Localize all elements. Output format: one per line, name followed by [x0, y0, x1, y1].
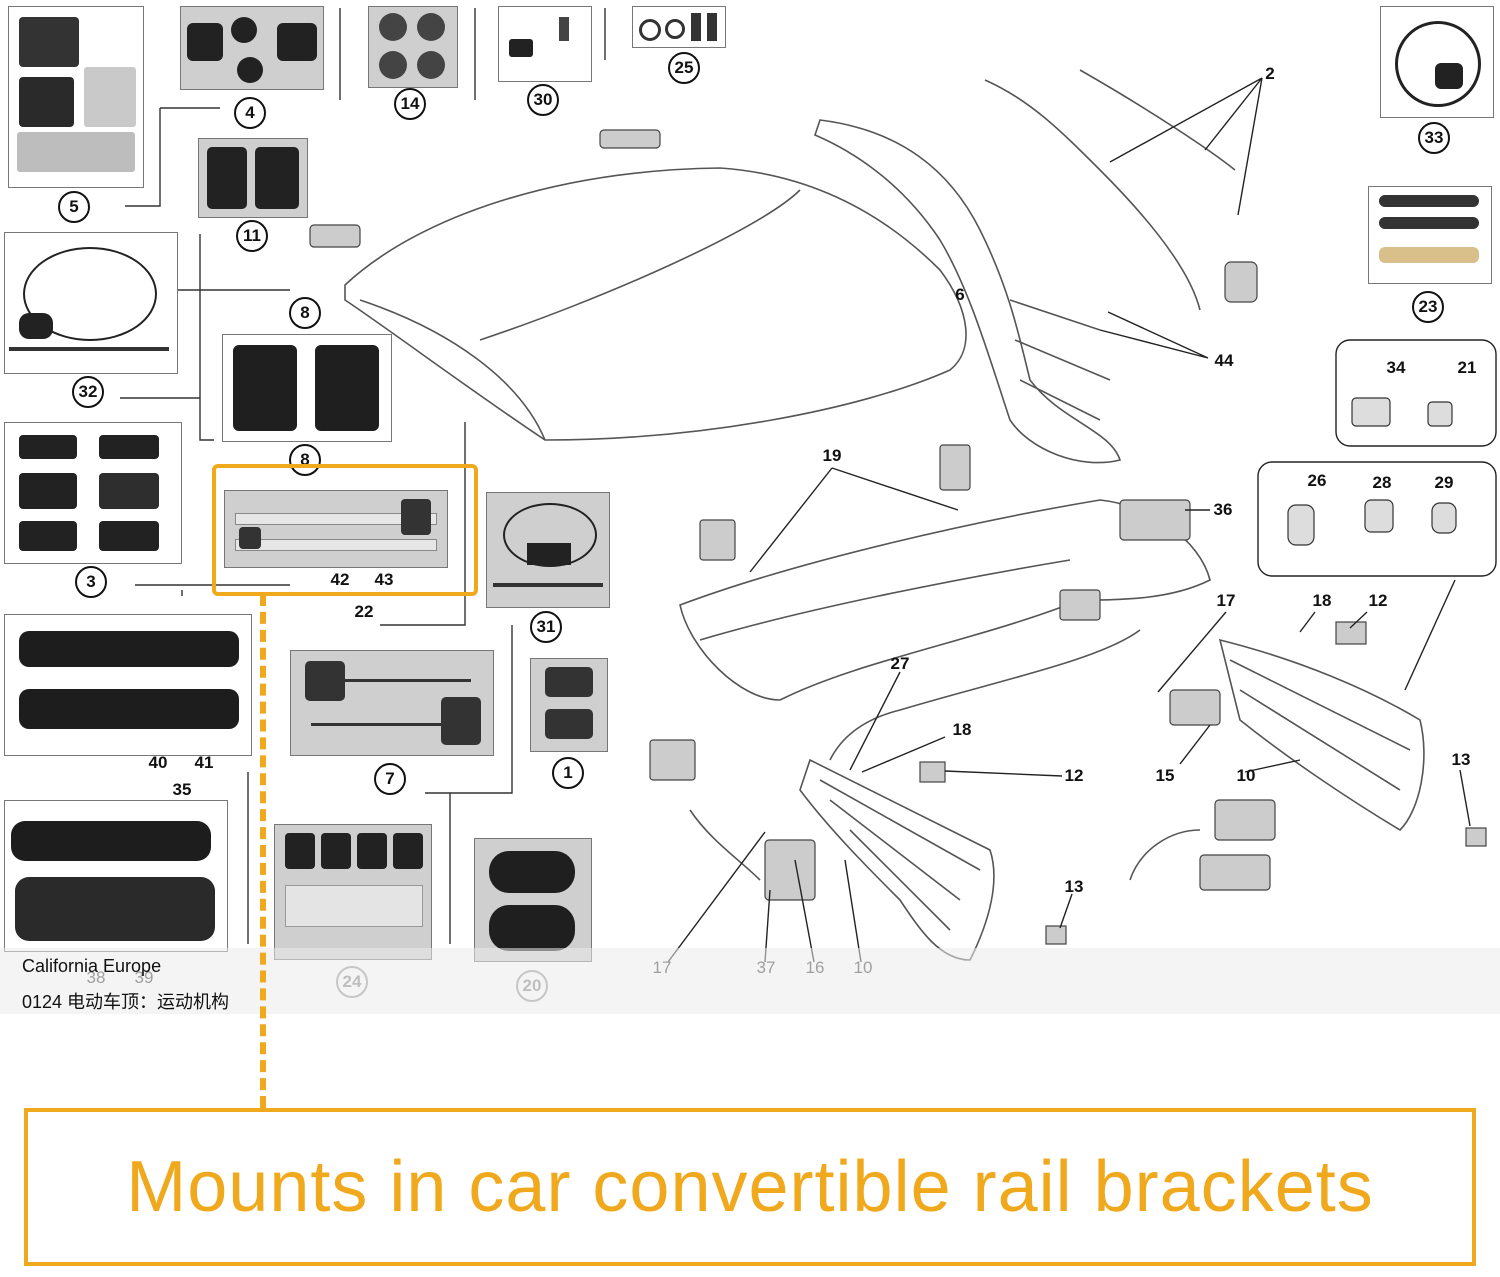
callout-23: 23: [1412, 291, 1444, 323]
callout-3: 3: [75, 566, 107, 598]
callout-25: 25: [668, 52, 700, 84]
label-26: 26: [1307, 471, 1327, 490]
photo-part-31: [486, 492, 610, 608]
callout-30: 30: [527, 84, 559, 116]
label-17-right: 17: [1216, 591, 1236, 610]
label-44: 44: [1214, 351, 1234, 370]
pillar-assembly-outline: [814, 119, 1122, 464]
label-6: 6: [955, 285, 965, 304]
label-42: 42: [330, 570, 350, 589]
callout-31: 31: [530, 611, 562, 643]
photo-part-23: [1368, 186, 1492, 284]
photo-part-11: [198, 138, 308, 218]
photo-part-32: [4, 232, 178, 374]
photo-part-7: [290, 650, 494, 756]
callout-14: 14: [394, 88, 426, 120]
label-13-right: 13: [1451, 750, 1471, 769]
label-43: 43: [374, 570, 394, 589]
callout-33: 33: [1418, 122, 1450, 154]
label-28: 28: [1372, 473, 1392, 492]
photo-part-1: [530, 658, 608, 752]
photo-part-42-43: [224, 490, 448, 568]
label-35: 35: [172, 780, 192, 799]
callout-4: 4: [234, 97, 266, 129]
label-21: 21: [1457, 358, 1477, 377]
highlight-connector-dashed: [260, 594, 266, 1108]
left-linkage-outline: [799, 758, 995, 961]
callout-8-bottom: 8: [289, 444, 321, 476]
photo-part-3: [4, 422, 182, 564]
photo-part-25: [632, 6, 726, 48]
deck-lid-outline: [679, 499, 1211, 701]
footer-band: [0, 948, 1500, 1014]
inset-box-34-21: [1335, 339, 1497, 447]
label-29: 29: [1434, 473, 1454, 492]
photo-part-24: [274, 824, 432, 960]
photo-part-8: [222, 334, 392, 442]
photo-part-38-39: [4, 800, 228, 952]
label-13-center: 13: [1064, 877, 1084, 896]
label-2: 2: [1265, 64, 1275, 83]
callout-32: 32: [72, 376, 104, 408]
label-18-left: 18: [952, 720, 972, 739]
photo-part-4: [180, 6, 324, 90]
label-10-right: 10: [1236, 766, 1256, 785]
label-19: 19: [822, 446, 842, 465]
label-27: 27: [890, 654, 910, 673]
label-12-left: 12: [1064, 766, 1084, 785]
caption-text: Mounts in car convertible rail brackets: [126, 1147, 1374, 1227]
footer-section: 0124 电动车顶：运动机构: [22, 992, 230, 1012]
label-40: 40: [148, 753, 168, 772]
callout-11: 11: [236, 220, 268, 252]
photo-part-20: [474, 838, 592, 962]
photo-part-14: [368, 6, 458, 88]
label-15: 15: [1155, 766, 1175, 785]
callout-8-top: 8: [289, 297, 321, 329]
callout-1: 1: [552, 757, 584, 789]
label-41: 41: [194, 753, 214, 772]
highlight-box-part-42-43: [212, 464, 478, 596]
photo-part-33: [1380, 6, 1494, 118]
photo-part-30: [498, 6, 592, 82]
label-12-right: 12: [1368, 591, 1388, 610]
label-22: 22: [354, 602, 374, 621]
right-linkage-outline: [1218, 638, 1425, 832]
footer-model: California Europe: [22, 956, 162, 976]
caption-banner: Mounts in car convertible rail brackets: [24, 1108, 1476, 1266]
callout-7: 7: [374, 763, 406, 795]
photo-part-5: [8, 6, 144, 188]
label-36: 36: [1213, 500, 1233, 519]
callout-5: 5: [58, 191, 90, 223]
label-18-right: 18: [1312, 591, 1332, 610]
roof-panel-outline: [344, 167, 967, 441]
photo-part-40-41: [4, 614, 252, 756]
label-34: 34: [1386, 358, 1406, 377]
